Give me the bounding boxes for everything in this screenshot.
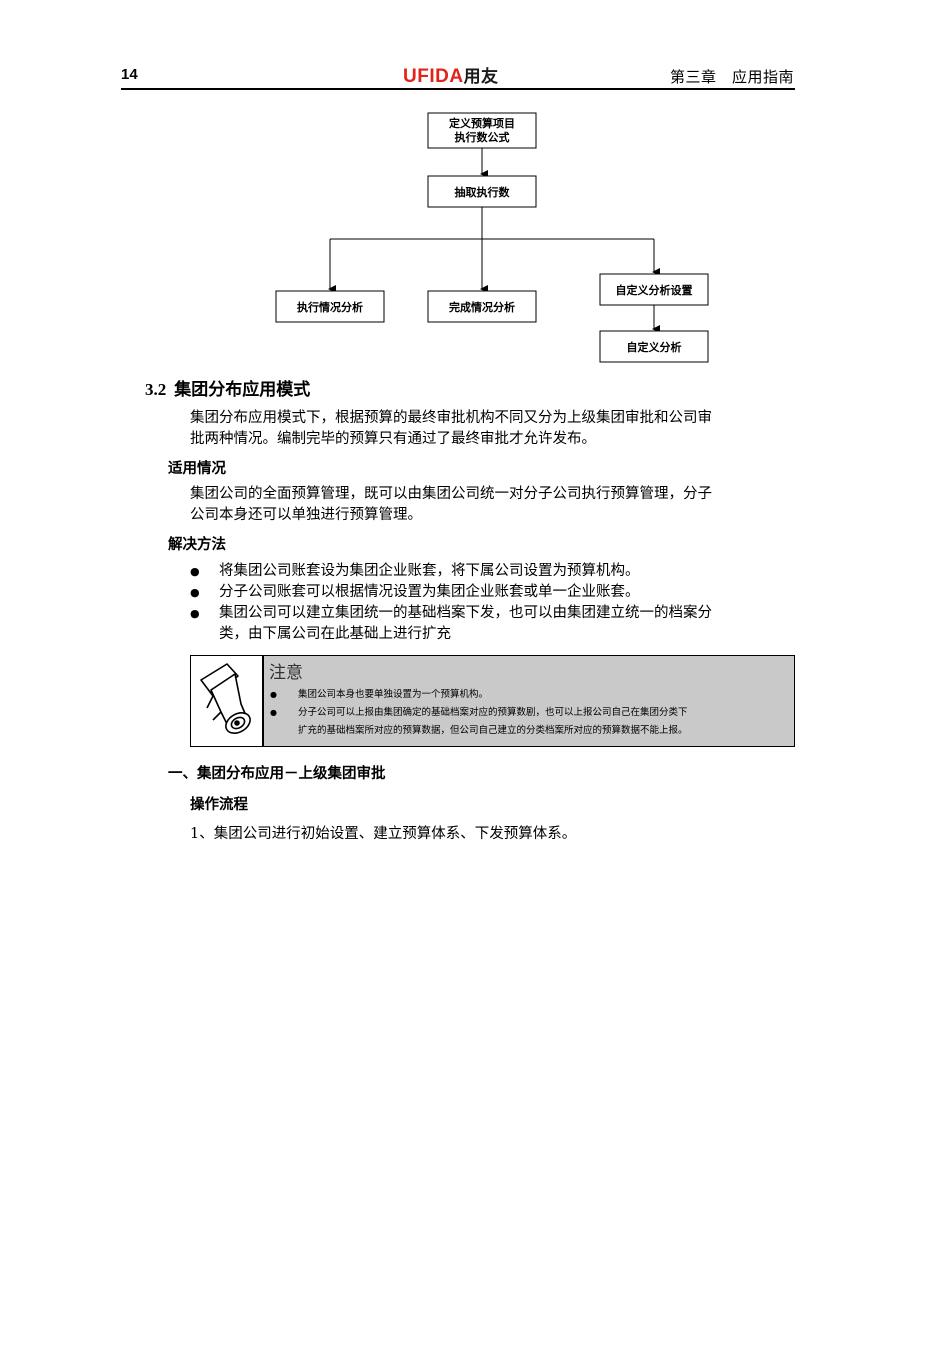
step-1: 1、集团公司进行初始设置、建立预算体系、下发预算体系。 — [190, 826, 577, 842]
brand-chinese: 用友 — [463, 67, 499, 87]
flow-box-3: 执行情况分析 — [275, 290, 385, 323]
applicable-paragraph: 集团公司的全面预算管理，既可以由集团公司统一对分子公司执行预算管理，分子 公司本… — [190, 484, 800, 526]
flowchart: 定义预算项目 执行数公式 抽取执行数 执行情况分析 完成情况分析 自定义分析设置… — [275, 112, 709, 363]
solution-heading: 解决方法 — [168, 536, 226, 553]
section-title-text: 集团分布应用模式 — [174, 380, 311, 400]
list-item-continuation: 类，由下属公司在此基础上进行扩充 — [190, 624, 800, 645]
note-body: 注意 集团公司本身也要单独设置为一个预算机构。 分子公司可以上报由集团确定的基础… — [264, 656, 794, 746]
flow-box-1-line1: 定义预算项目 — [449, 116, 515, 130]
list-item-continuation-text: 类，由下属公司在此基础上进行扩充 — [219, 626, 451, 642]
brand-logo: UFIDA用友 — [403, 62, 499, 88]
applicable-heading: 适用情况 — [168, 460, 226, 477]
flow-box-2: 抽取执行数 — [427, 175, 537, 208]
note-title: 注意 — [269, 663, 303, 683]
subsection-heading: 一、集团分布应用－上级集团审批 — [168, 765, 386, 782]
flow-box-4: 完成情况分析 — [427, 290, 537, 323]
flow-box-5: 自定义分析设置 — [599, 273, 709, 306]
list-item: 分子公司可以上报由集团确定的基础档案对应的预算数剧，也可以上报公司自己在集团分类… — [270, 704, 790, 722]
section-number: 3.2 — [145, 380, 167, 399]
header-rule — [121, 88, 795, 90]
applicable-line-2: 公司本身还可以单独进行预算管理。 — [190, 507, 422, 523]
flow-box-1: 定义预算项目 执行数公式 — [427, 112, 537, 149]
megaphone-icon — [200, 663, 251, 734]
flow-box-2-label: 抽取执行数 — [455, 185, 511, 199]
operation-heading: 操作流程 — [190, 796, 248, 813]
list-item-continuation: 扩充的基础档案所对应的预算数据，但公司自己建立的分类档案所对应的预算数据不能上报… — [298, 725, 688, 736]
chapter-title: 第三章 应用指南 — [669, 68, 794, 86]
intro-line-1: 集团分布应用模式下，根据预算的最终审批机构不同又分为上级集团审批和公司审 — [190, 410, 712, 426]
list-item: 集团公司本身也要单独设置为一个预算机构。 — [270, 686, 790, 704]
flow-box-1-line2: 执行数公式 — [455, 130, 510, 144]
flow-box-3-label: 执行情况分析 — [297, 300, 363, 314]
section-title: 3.2 集团分布应用模式 — [145, 375, 310, 400]
solution-bullets: 将集团公司账套设为集团企业账套，将下属公司设置为预算机构。 分子公司账套可以根据… — [190, 561, 800, 645]
flow-box-6: 自定义分析 — [599, 330, 709, 363]
flow-box-6-label: 自定义分析 — [627, 340, 682, 354]
applicable-line-1: 集团公司的全面预算管理，既可以由集团公司统一对分子公司执行预算管理，分子 — [190, 486, 712, 502]
flow-box-5-label: 自定义分析设置 — [616, 283, 693, 297]
section-intro: 集团分布应用模式下，根据预算的最终审批机构不同又分为上级集团审批和公司审 批两种… — [190, 408, 800, 450]
page-number: 14 — [121, 66, 138, 83]
list-item: 集团公司可以建立集团统一的基础档案下发，也可以由集团建立统一的档案分 — [190, 603, 800, 624]
list-item: 分子公司账套可以根据情况设置为集团企业账套或单一企业账套。 — [190, 582, 800, 603]
note-box: 注意 集团公司本身也要单独设置为一个预算机构。 分子公司可以上报由集团确定的基础… — [190, 655, 795, 747]
flow-box-4-label: 完成情况分析 — [449, 300, 515, 314]
brand-latin: UFIDA — [403, 66, 464, 87]
intro-line-2: 批两种情况。编制完毕的预算只有通过了最终审批才允许发布。 — [190, 431, 596, 447]
note-list: 集团公司本身也要单独设置为一个预算机构。 分子公司可以上报由集团确定的基础档案对… — [270, 686, 790, 740]
note-icon-cell — [191, 656, 264, 746]
list-item: 将集团公司账套设为集团企业账套，将下属公司设置为预算机构。 — [190, 561, 800, 582]
